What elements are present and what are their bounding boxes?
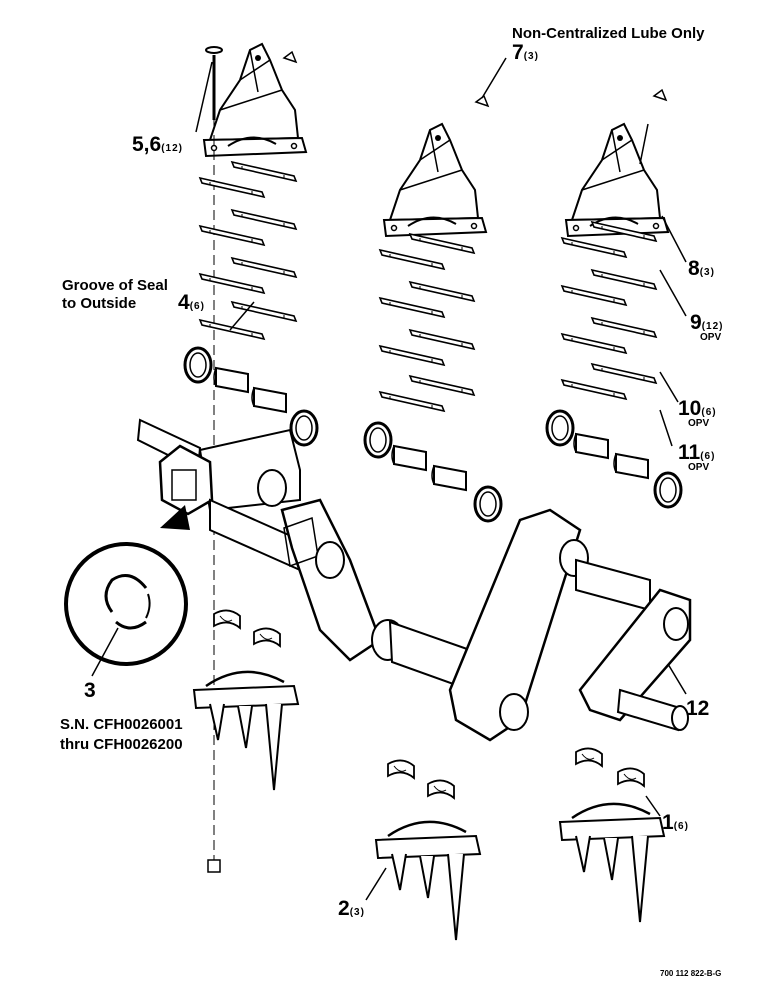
callout-number: 1 xyxy=(662,811,674,834)
seal-bushing-set-left xyxy=(183,346,319,447)
callout-quantity: (6) xyxy=(700,451,716,462)
shim-stack-right xyxy=(561,221,657,400)
serial-note-line1: S.N. CFH0026001 xyxy=(60,716,183,733)
callout-quantity: (6) xyxy=(189,301,205,312)
callout-quantity: (12) xyxy=(701,321,724,332)
grease-fitting-middle xyxy=(476,96,488,106)
grease-fitting-right xyxy=(654,90,666,100)
callout-5-6: 5,6(12) xyxy=(132,134,183,155)
callout-number: 10 xyxy=(678,397,702,420)
shim-stack-middle xyxy=(379,233,475,412)
grease-fitting-left xyxy=(284,52,296,62)
crankshaft-assembly xyxy=(138,420,690,740)
guard-middle xyxy=(374,820,482,942)
callout-quantity: (3) xyxy=(523,51,539,62)
guard-right xyxy=(558,802,666,924)
seal-bushing-set-right xyxy=(545,409,683,509)
note-groove-line2: to Outside xyxy=(62,295,137,312)
callout-quantity: (12) xyxy=(161,143,183,154)
callout-3: 3 xyxy=(84,680,96,701)
callout-9: 9(12) xyxy=(690,312,723,333)
callout-number: 9 xyxy=(690,311,702,334)
callout-number: 11 xyxy=(678,441,701,464)
callout-number: 8 xyxy=(688,257,700,280)
callout-2: 2(3) xyxy=(338,898,365,919)
callout-1: 1(6) xyxy=(662,812,689,833)
callout-10-opv: OPV xyxy=(688,418,710,429)
callout-number: 3 xyxy=(84,679,96,702)
callout-quantity: (6) xyxy=(701,407,717,418)
note-groove-line1: Groove of Seal xyxy=(62,277,168,294)
callout-8: 8(3) xyxy=(688,258,715,279)
guard-left xyxy=(192,670,300,792)
bearing-housing-middle xyxy=(383,123,487,237)
seal-bushing-set-middle xyxy=(363,421,503,523)
callout-9-opv: OPV xyxy=(700,332,722,343)
callout-number: 2 xyxy=(338,897,350,920)
figure-number: 700 112 822-B-G xyxy=(660,969,722,978)
bearing-halves-left xyxy=(213,609,281,647)
callout-11-opv: OPV xyxy=(688,462,710,473)
bearing-halves-right xyxy=(575,747,645,787)
callout-number: 5,6 xyxy=(132,133,162,156)
callout-number: 12 xyxy=(686,697,710,720)
callout-quantity: (6) xyxy=(673,821,689,832)
bearing-housing-right xyxy=(565,123,669,237)
callout-number: 7 xyxy=(512,41,524,64)
bearing-halves-middle xyxy=(387,759,455,799)
retaining-ring-detail xyxy=(66,505,190,664)
note-non-centralized-lube: Non-Centralized Lube Only xyxy=(512,25,705,42)
callout-10: 10(6) xyxy=(678,398,717,419)
leader-lines xyxy=(92,58,686,900)
callout-12: 12 xyxy=(686,698,709,719)
callout-11: 11(6) xyxy=(678,442,715,463)
callout-quantity: (3) xyxy=(699,267,715,278)
callout-quantity: (3) xyxy=(349,907,365,918)
callout-4: 4(6) xyxy=(178,292,205,313)
callout-number: 4 xyxy=(178,291,190,314)
serial-note-line2: thru CFH0026200 xyxy=(60,736,183,753)
callout-7: 7(3) xyxy=(512,42,539,63)
